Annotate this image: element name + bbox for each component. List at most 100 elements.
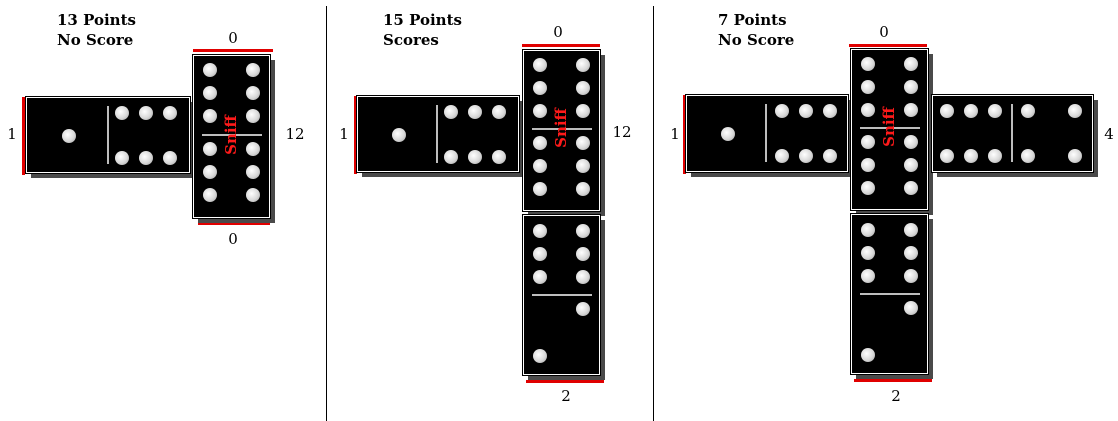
pip <box>533 182 547 196</box>
left-end-label: 1 <box>669 126 681 142</box>
pip <box>904 158 918 172</box>
pip <box>62 129 76 143</box>
pip <box>861 103 875 117</box>
pip <box>492 105 506 119</box>
pip <box>861 181 875 195</box>
domino-tile[interactable] <box>932 95 1093 172</box>
pip <box>799 104 813 118</box>
pip <box>576 136 590 150</box>
top-end-marker <box>193 49 273 52</box>
pip <box>203 188 217 202</box>
pip <box>1068 104 1082 118</box>
pip <box>492 150 506 164</box>
domino-tile[interactable] <box>26 97 190 173</box>
pip <box>139 151 153 165</box>
pip <box>576 182 590 196</box>
pip <box>940 149 954 163</box>
pip <box>246 165 260 179</box>
pip <box>468 150 482 164</box>
right-end-marker <box>1095 100 1098 176</box>
pip <box>576 58 590 72</box>
pip <box>576 247 590 261</box>
pip <box>861 269 875 283</box>
right-end-label: 4 <box>1102 126 1116 142</box>
bottom-end-label: 2 <box>889 388 903 404</box>
bottom-end-label: 2 <box>559 388 573 404</box>
spinner-domino[interactable]: Sniff <box>851 49 928 210</box>
tile-divider <box>436 105 438 163</box>
pip <box>904 223 918 237</box>
pip <box>904 246 918 260</box>
pip <box>203 165 217 179</box>
pip <box>988 149 1002 163</box>
spinner-label: Sniff <box>222 105 240 165</box>
pip <box>721 127 735 141</box>
pip <box>904 80 918 94</box>
pip <box>163 106 177 120</box>
pip <box>533 224 547 238</box>
pip <box>163 151 177 165</box>
pip <box>115 106 129 120</box>
pip <box>203 63 217 77</box>
pip <box>940 104 954 118</box>
pip <box>533 81 547 95</box>
board-3: 7 Points No Score 0 1 4 2 Sniff <box>654 0 1118 421</box>
right-end-label: 12 <box>283 126 307 142</box>
right-end-label: 12 <box>610 124 634 140</box>
bottom-end-label: 0 <box>226 231 240 247</box>
spinner-label: Sniff <box>880 97 898 157</box>
pip <box>861 246 875 260</box>
pip <box>203 142 217 156</box>
pip <box>533 159 547 173</box>
domino-tile[interactable] <box>851 214 928 374</box>
board-1: 13 Points No Score 0 1 12 0 Sniff <box>0 0 325 421</box>
top-end-label: 0 <box>226 30 240 46</box>
pip <box>444 150 458 164</box>
pip <box>904 135 918 149</box>
tile-divider <box>1011 104 1013 162</box>
bottom-end-marker <box>198 222 270 225</box>
tile-divider <box>765 104 767 162</box>
pip <box>576 159 590 173</box>
pip <box>861 223 875 237</box>
pip <box>533 136 547 150</box>
right-end-marker <box>601 55 604 215</box>
spinner-domino[interactable]: Sniff <box>523 50 600 211</box>
board-2-title: 15 Points Scores <box>383 10 462 50</box>
tile-divider <box>532 294 592 296</box>
top-end-label: 0 <box>877 24 891 40</box>
pip <box>988 104 1002 118</box>
tile-divider <box>107 106 109 164</box>
pip <box>576 302 590 316</box>
right-end-marker <box>270 60 273 222</box>
left-end-label: 1 <box>6 126 18 142</box>
pip <box>115 151 129 165</box>
domino-tile[interactable] <box>686 95 848 172</box>
pip <box>823 104 837 118</box>
pip <box>904 181 918 195</box>
pip <box>576 270 590 284</box>
pip <box>904 57 918 71</box>
left-end-label: 1 <box>338 126 350 142</box>
pip <box>823 149 837 163</box>
domino-tile[interactable] <box>523 215 600 375</box>
pip <box>576 224 590 238</box>
pip <box>533 247 547 261</box>
spinner-domino[interactable]: Sniff <box>193 55 270 218</box>
pip <box>861 135 875 149</box>
pip <box>1021 149 1035 163</box>
top-end-marker <box>849 44 927 47</box>
pip <box>246 86 260 100</box>
tile-divider <box>860 293 920 295</box>
pip <box>1021 104 1035 118</box>
pip <box>964 149 978 163</box>
pip <box>533 104 547 118</box>
pip <box>964 104 978 118</box>
pip <box>246 63 260 77</box>
domino-tile[interactable] <box>357 96 519 172</box>
pip <box>904 301 918 315</box>
pip <box>533 58 547 72</box>
pip <box>533 349 547 363</box>
pip <box>861 80 875 94</box>
pip <box>861 348 875 362</box>
